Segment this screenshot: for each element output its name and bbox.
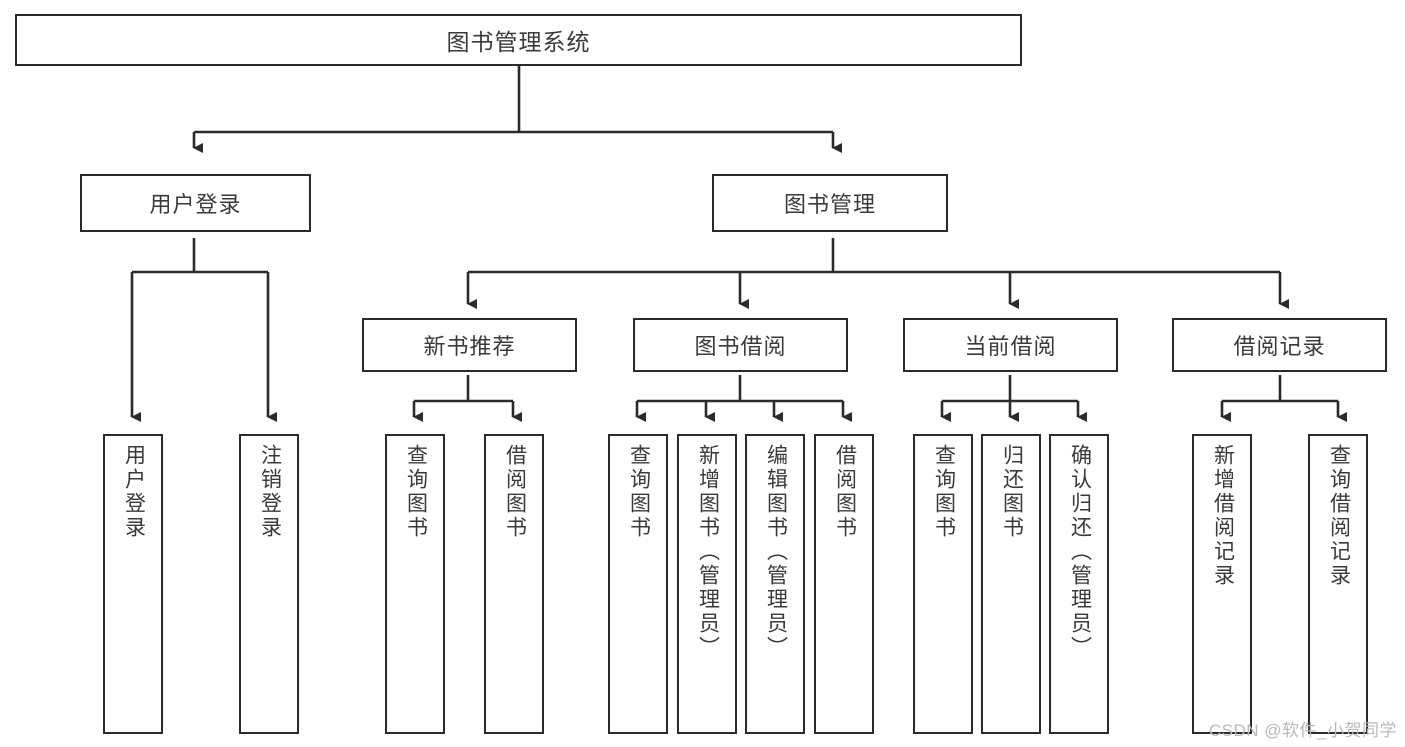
node-label: 查询图书	[932, 444, 956, 540]
watermark-text: CSDN @软件_小贺同学	[1208, 721, 1397, 740]
node-label: 注销登录	[258, 444, 282, 540]
node-book-management[interactable]: 图书管理	[712, 174, 948, 232]
node-label: 编辑图书（管理员）	[764, 444, 788, 660]
leaf-user-login-logout[interactable]: 注销登录	[239, 434, 299, 734]
node-new-book-recommend[interactable]: 新书推荐	[362, 318, 577, 372]
node-root-book-management-system[interactable]: 图书管理系统	[15, 14, 1022, 66]
leaf-book-borrow-borrow[interactable]: 借阅图书	[814, 434, 874, 734]
leaf-borrow-record-query[interactable]: 查询借阅记录	[1308, 434, 1368, 734]
node-label: 图书管理	[783, 192, 876, 217]
leaf-current-borrow-query[interactable]: 查询图书	[913, 434, 973, 734]
leaf-new-book-query[interactable]: 查询图书	[385, 434, 445, 734]
leaf-user-login-login[interactable]: 用户登录	[103, 434, 163, 734]
node-label: 借阅图书	[833, 444, 857, 540]
node-label: 新书推荐	[423, 334, 516, 359]
leaf-book-borrow-edit[interactable]: 编辑图书（管理员）	[745, 434, 805, 734]
node-borrow-record[interactable]: 借阅记录	[1172, 318, 1387, 372]
node-label: 用户登录	[122, 444, 146, 540]
leaf-current-borrow-return[interactable]: 归还图书	[981, 434, 1041, 734]
node-label: 确认归还（管理员）	[1068, 444, 1092, 660]
node-user-login[interactable]: 用户登录	[80, 174, 311, 232]
node-label: 新增图书（管理员）	[696, 444, 720, 660]
node-label: 图书管理系统	[446, 29, 591, 55]
node-current-borrow[interactable]: 当前借阅	[903, 318, 1118, 372]
leaf-book-borrow-add[interactable]: 新增图书（管理员）	[677, 434, 737, 734]
leaf-book-borrow-query[interactable]: 查询图书	[608, 434, 668, 734]
node-label: 借阅记录	[1233, 334, 1326, 359]
leaf-new-book-borrow[interactable]: 借阅图书	[484, 434, 544, 734]
node-label: 新增借阅记录	[1211, 444, 1235, 588]
leaf-current-borrow-confirm-return[interactable]: 确认归还（管理员）	[1049, 434, 1109, 734]
node-label: 归还图书	[1000, 444, 1024, 540]
node-book-borrow[interactable]: 图书借阅	[633, 318, 848, 372]
node-label: 图书借阅	[694, 334, 787, 359]
node-label: 借阅图书	[503, 444, 527, 540]
node-label: 查询借阅记录	[1327, 444, 1351, 588]
node-label: 用户登录	[149, 192, 242, 217]
leaf-borrow-record-add[interactable]: 新增借阅记录	[1192, 434, 1252, 734]
node-label: 当前借阅	[964, 334, 1057, 359]
node-label: 查询图书	[404, 444, 428, 540]
node-label: 查询图书	[627, 444, 651, 540]
